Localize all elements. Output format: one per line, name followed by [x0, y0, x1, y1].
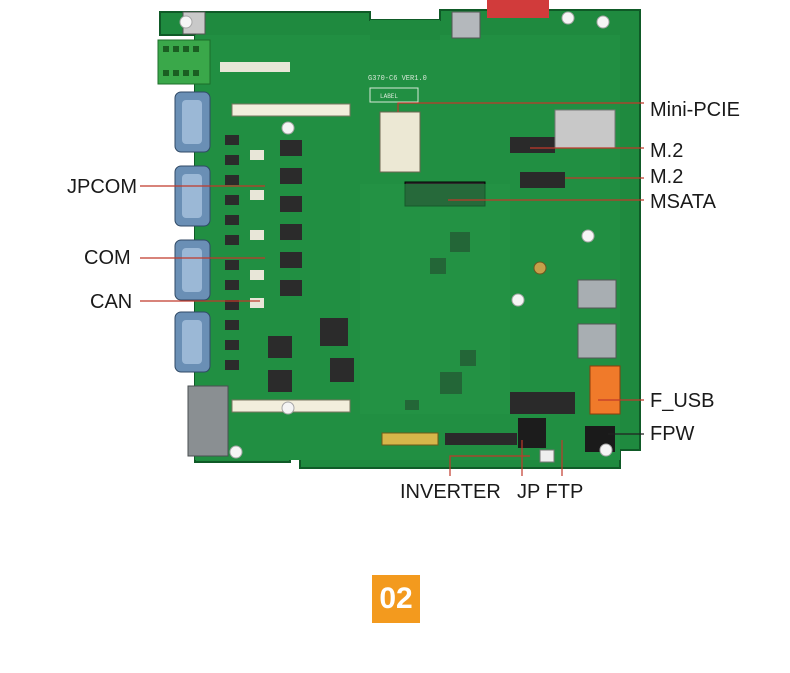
rj45-left: [187, 385, 229, 457]
label-msata: MSATA: [650, 191, 716, 213]
usb-port-2: [577, 323, 617, 359]
f-usb-connector: [589, 365, 621, 415]
label-inverter: INVERTER: [400, 481, 501, 503]
center-panel: [360, 184, 510, 414]
label-box: [369, 87, 419, 103]
top-usb: [451, 11, 481, 39]
label-m2-b: M.2: [650, 166, 684, 188]
label-jpcom: JPCOM: [67, 176, 137, 198]
label-fpw: FPW: [650, 423, 695, 445]
label-can: CAN: [90, 291, 133, 313]
section-number-badge: 02: [372, 575, 420, 623]
mini-pcie-slot: [379, 111, 421, 173]
label-com: COM: [84, 247, 131, 269]
top-header-red: [487, 0, 549, 18]
sim-slot: [554, 109, 616, 149]
m2-slot-c: [510, 392, 575, 414]
m2-slot-b: [520, 172, 565, 188]
jp-ftp-header: [518, 418, 546, 448]
board-model-text: G370-C6 VER1.0: [368, 75, 427, 83]
bottom-pin-header: [445, 433, 517, 445]
label-m2-a: M.2: [650, 140, 684, 162]
board-label-text: LABEL: [380, 93, 398, 100]
label-jp-ftp: JP FTP: [517, 481, 584, 503]
leader-lines: [140, 102, 644, 476]
connector-top-long: [231, 103, 351, 117]
label-f-usb: F_USB: [650, 390, 715, 412]
m2-slot-a: [510, 137, 555, 153]
inverter-header: [539, 449, 555, 463]
usb-port-1: [577, 279, 617, 309]
label-mini-pcie: Mini-PCIE: [650, 99, 741, 121]
bottom-pin-header-yellow: [381, 432, 439, 446]
